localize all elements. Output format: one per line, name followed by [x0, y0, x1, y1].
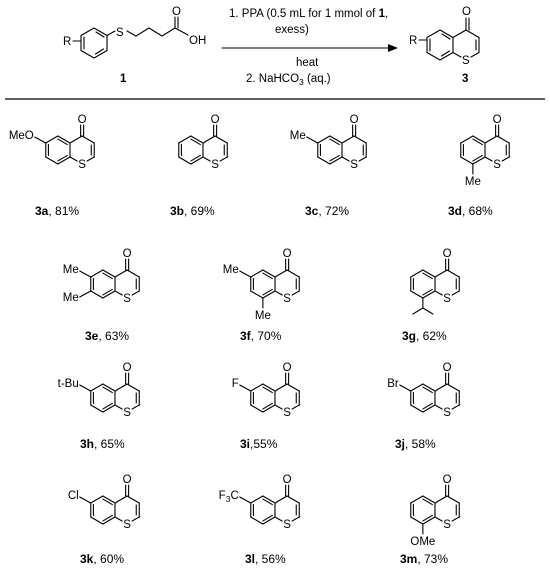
substituent-label: Cl: [68, 490, 79, 502]
product-caption: 3j, 58%: [395, 437, 436, 451]
product-caption: 3k, 60%: [80, 552, 124, 566]
carbonyl-o-label: O: [283, 362, 292, 374]
condition-heat: heat: [296, 57, 319, 69]
substituent-label: Me: [290, 130, 306, 142]
condition-step2: 2. NaHCO3 (aq.): [246, 73, 331, 87]
carbonyl-o-label: O: [123, 248, 132, 260]
product-3i: O S F 3i,55%: [232, 362, 300, 451]
ring-s-label: S: [283, 293, 291, 305]
substituent-label: MeO: [9, 130, 34, 142]
carbonyl-o-label: O: [123, 362, 132, 374]
substituent-2-label: Me: [63, 292, 79, 304]
substituent-label: Me: [223, 264, 239, 276]
carbonyl-o-label: O: [493, 114, 502, 126]
product-caption: 3e, 63%: [85, 329, 129, 343]
substituent-label: F3C: [219, 490, 239, 504]
product-caption: 3c, 72%: [305, 204, 349, 218]
substituent-label: Me: [465, 176, 481, 188]
sulfur-label: S: [116, 27, 124, 39]
carbonyl-o-label: O: [78, 114, 87, 126]
ring-s-label: S: [123, 407, 131, 419]
product-3a: O S MeO 3a, 81%: [9, 114, 95, 218]
substituent-label: OMe: [410, 536, 435, 548]
product-3h: O St-Bu 3h, 65%: [58, 362, 140, 451]
product-s-label: S: [462, 55, 470, 67]
carbonyl-o-label: O: [283, 474, 292, 486]
substituent-2-label: Me: [255, 310, 271, 322]
carbonyl-o-label: O: [172, 6, 181, 18]
product-caption: 3b, 69%: [170, 204, 215, 218]
condition-step1-line2: exess): [275, 24, 309, 36]
product-caption: 3l, 56%: [245, 552, 286, 566]
product-caption: 3f, 70%: [240, 329, 282, 343]
product-caption: 3d, 68%: [448, 204, 493, 218]
product-caption: 3g, 62%: [402, 329, 447, 343]
r-group-label-product: R: [409, 35, 417, 47]
reactant-1: R S O OH 1: [63, 6, 206, 85]
product-3d: O S Me 3d, 68%: [448, 114, 510, 218]
reaction-arrow: [221, 44, 398, 52]
carbonyl-o-label: O: [350, 114, 359, 126]
product-3b: O S 3b, 69%: [170, 114, 228, 218]
product-caption: 3i,55%: [240, 437, 278, 451]
carbonyl-o-label: O: [123, 474, 132, 486]
product-3: R O S 3: [409, 6, 480, 85]
carbonyl-o-label: O: [211, 114, 220, 126]
product-3m: O S OMe 3m, 73%: [400, 474, 460, 566]
substituent-label: F: [232, 378, 239, 390]
ring-s-label: S: [123, 519, 131, 531]
hydroxyl-label: OH: [189, 35, 206, 47]
ring-s-label: S: [443, 519, 451, 531]
ring-s-label: S: [443, 407, 451, 419]
product-3g: O S 3g, 62%: [402, 248, 460, 343]
ring-s-label: S: [350, 159, 358, 171]
substituent-label: t-Bu: [58, 378, 79, 390]
ring-s-label: S: [283, 519, 291, 531]
ring-s-label: S: [78, 159, 86, 171]
carbonyl-o-label: O: [443, 474, 452, 486]
product-3c: O S Me 3c, 72%: [290, 114, 367, 218]
carbonyl-o-label: O: [443, 248, 452, 260]
product-caption: 3h, 65%: [80, 437, 125, 451]
condition-step1: 1. PPA (0.5 mL for 1 mmol of 1,: [229, 8, 388, 20]
product-3l: O S F3C 3l, 56%: [219, 474, 300, 566]
r-group-label: R: [63, 36, 71, 48]
ring-s-label: S: [211, 159, 219, 171]
product-o-label: O: [462, 6, 471, 18]
reactant-number: 1: [120, 73, 127, 85]
substituent-label: Br: [387, 378, 399, 390]
product-3k: O S Cl 3k, 60%: [68, 474, 140, 566]
ring-s-label: S: [283, 407, 291, 419]
ring-s-label: S: [123, 293, 131, 305]
ring-s-label: S: [443, 293, 451, 305]
product-number: 3: [462, 73, 468, 85]
product-3j: O S Br 3j, 58%: [387, 362, 460, 451]
substituent-label: Me: [63, 264, 79, 276]
product-caption: 3a, 81%: [35, 204, 79, 218]
ring-s-label: S: [493, 159, 501, 171]
carbonyl-o-label: O: [283, 248, 292, 260]
product-caption: 3m, 73%: [400, 552, 448, 566]
carbonyl-o-label: O: [443, 362, 452, 374]
